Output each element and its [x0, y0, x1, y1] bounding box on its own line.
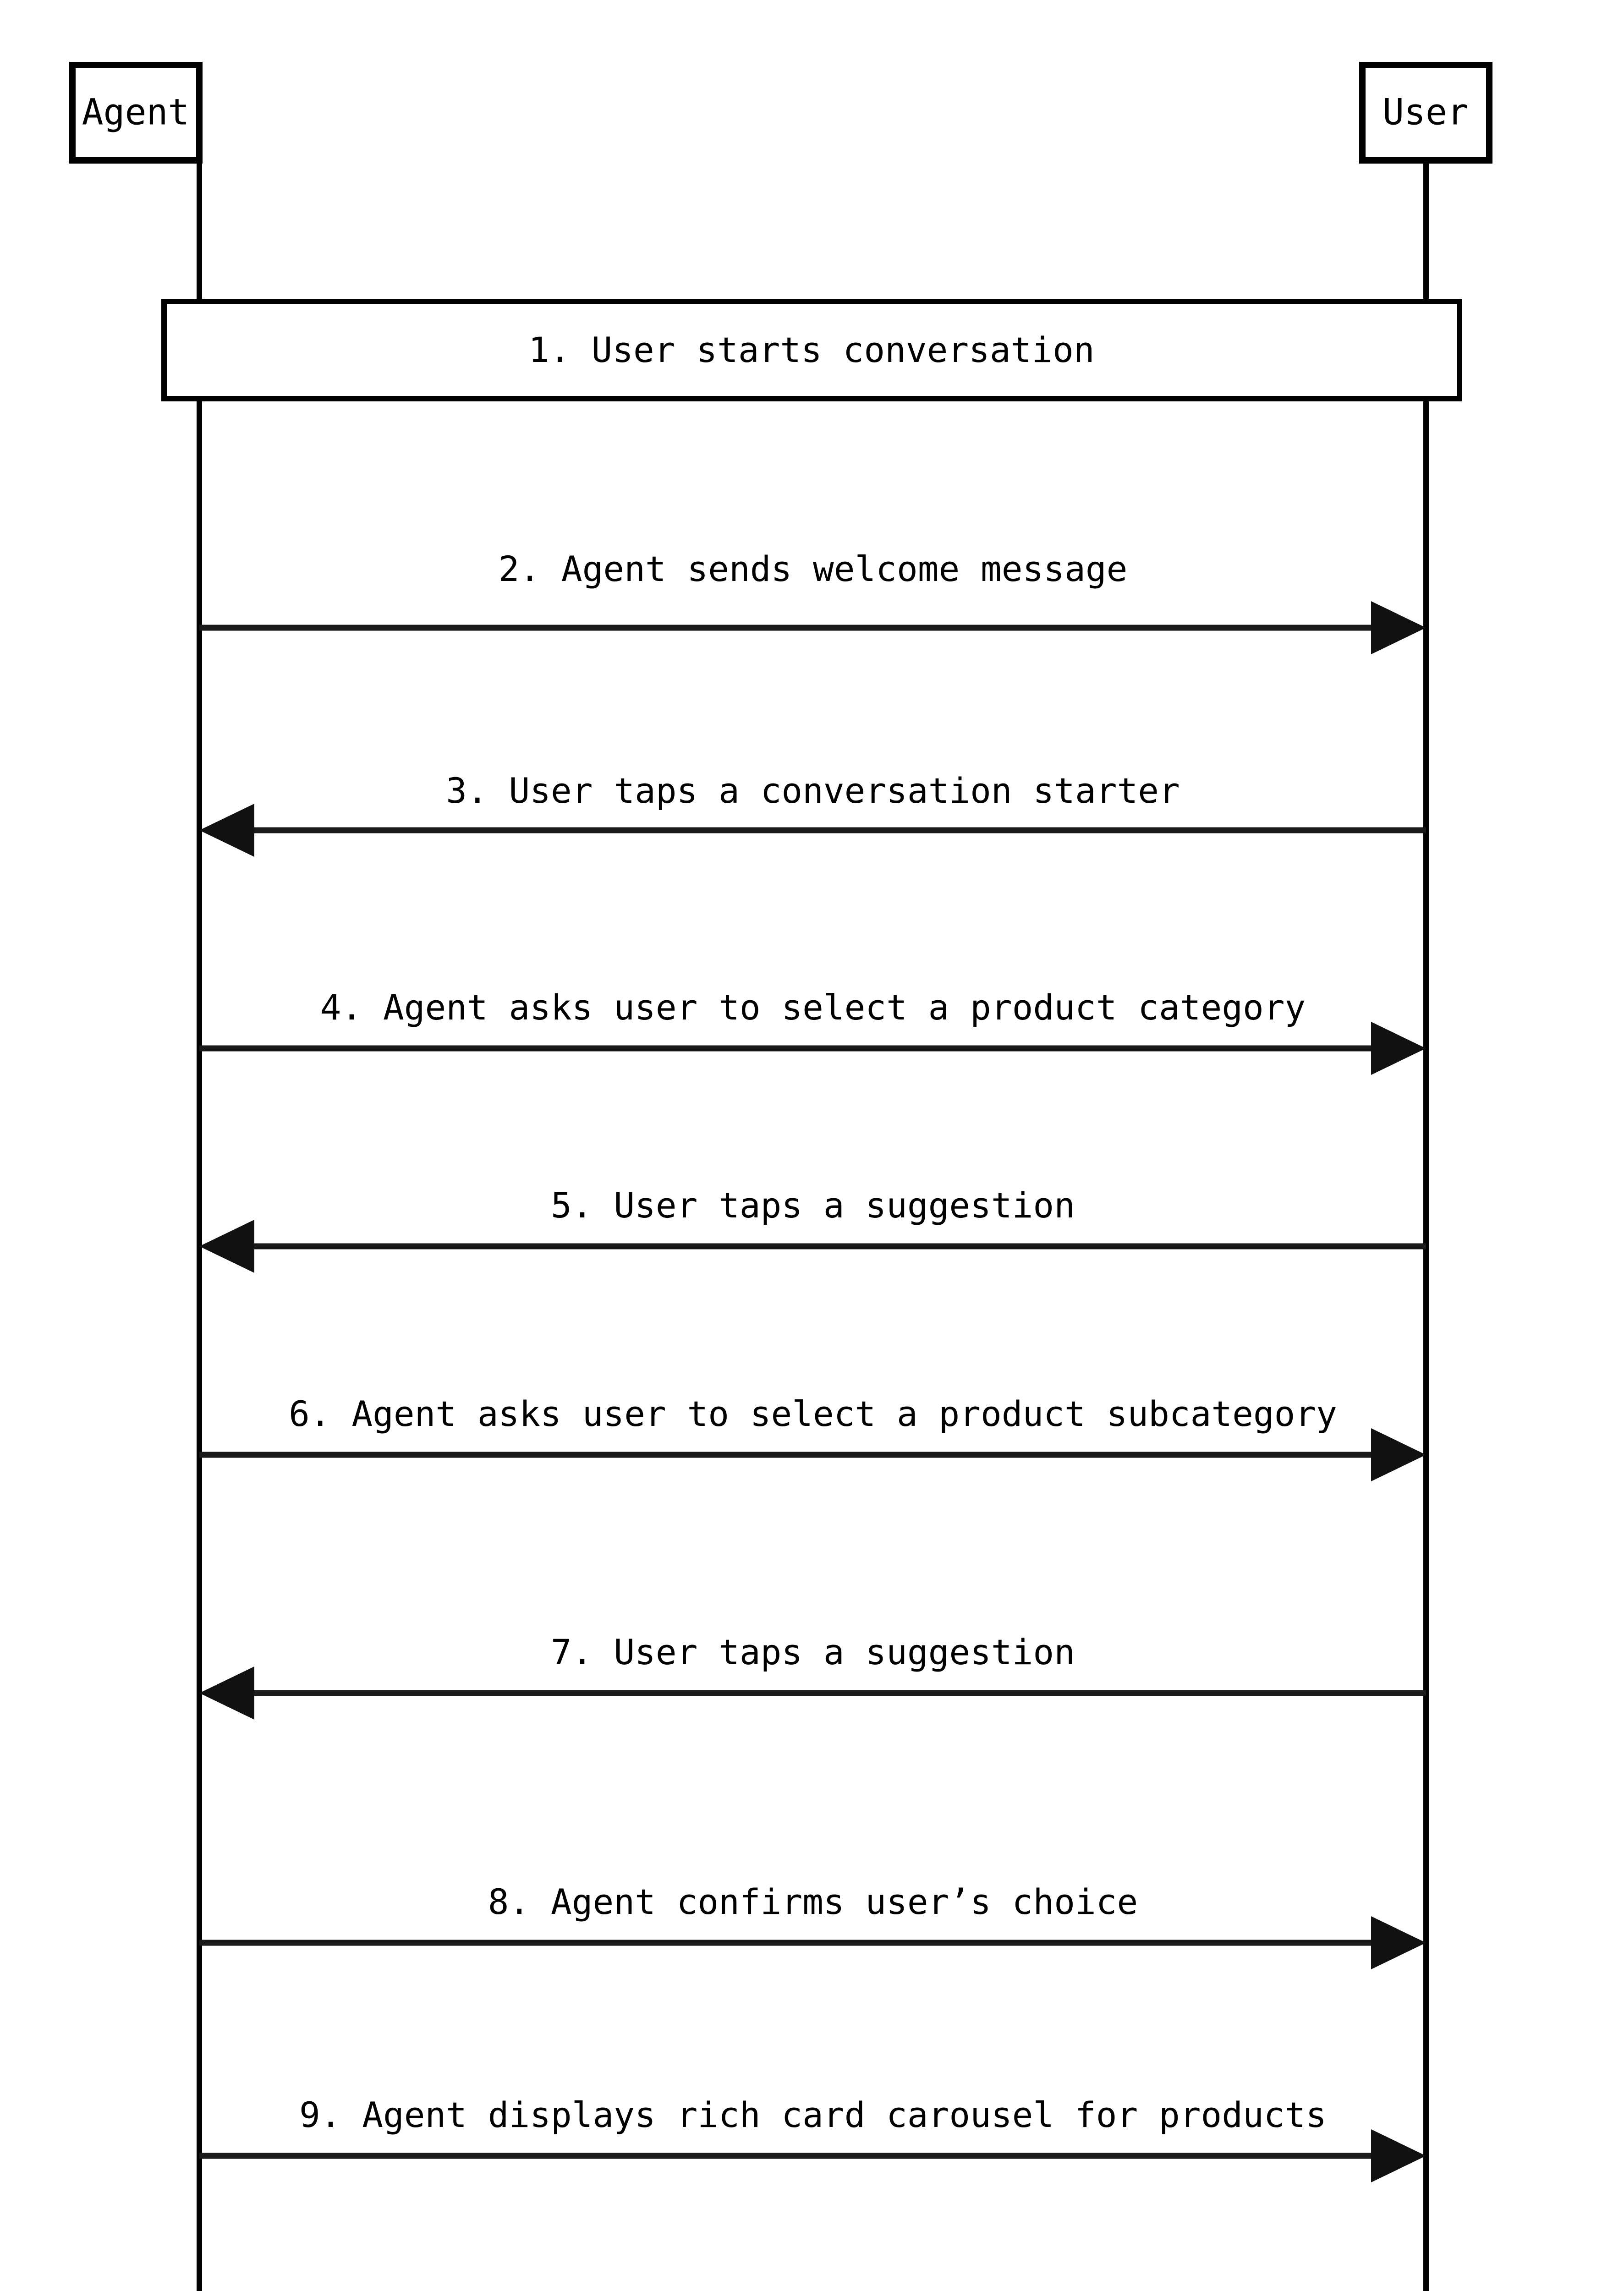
message-7-label: 7. User taps a suggestion [551, 1632, 1075, 1672]
message-5-arrowhead-left-icon [199, 1220, 254, 1273]
message-9[interactable]: 9. Agent displays rich card carousel for… [199, 2094, 1426, 2182]
message-4-arrowhead-right-icon [1371, 1022, 1426, 1075]
actor-box-user-top[interactable]: User [1359, 62, 1492, 164]
message-7[interactable]: 7. User taps a suggestion [199, 1632, 1426, 1720]
message-9-arrowhead-right-icon [1371, 2129, 1426, 2182]
message-3-label: 3. User taps a conversation starter [446, 770, 1180, 811]
note-user-starts-conversation[interactable]: 1. User starts conversation [161, 299, 1462, 401]
message-2[interactable]: 2. Agent sends welcome message [199, 548, 1426, 654]
actor-box-rect [1359, 62, 1492, 164]
message-2-label: 2. Agent sends welcome message [499, 548, 1128, 589]
actor-box-rect [69, 62, 203, 164]
actor-label-user-top: User [1383, 92, 1469, 133]
message-6-arrowhead-right-icon [1371, 1428, 1426, 1481]
actor-label-agent-top: Agent [82, 92, 190, 133]
message-5-label: 5. User taps a suggestion [551, 1185, 1075, 1226]
actor-box-agent-top[interactable]: Agent [69, 62, 203, 164]
message-3[interactable]: 3. User taps a conversation starter [199, 770, 1426, 857]
message-2-arrowhead-right-icon [1371, 601, 1426, 654]
lifeline-group [197, 160, 1429, 2291]
note-rect [161, 299, 1462, 401]
message-4-label: 4. Agent asks user to select a product c… [320, 987, 1306, 1028]
message-8[interactable]: 8. Agent confirms user’s choice [199, 1881, 1426, 1969]
message-group: 2. Agent sends welcome message 3. User t… [199, 548, 1426, 2182]
message-5[interactable]: 5. User taps a suggestion [199, 1185, 1426, 1273]
message-6-label: 6. Agent asks user to select a product s… [289, 1393, 1337, 1434]
note-label: 1. User starts conversation [528, 329, 1094, 370]
message-6[interactable]: 6. Agent asks user to select a product s… [199, 1393, 1426, 1481]
message-8-label: 8. Agent confirms user’s choice [488, 1881, 1138, 1922]
message-8-arrowhead-right-icon [1371, 1916, 1426, 1969]
message-7-arrowhead-left-icon [199, 1666, 254, 1720]
message-4[interactable]: 4. Agent asks user to select a product c… [199, 987, 1426, 1075]
message-3-arrowhead-left-icon [199, 804, 254, 857]
message-9-label: 9. Agent displays rich card carousel for… [299, 2094, 1327, 2135]
